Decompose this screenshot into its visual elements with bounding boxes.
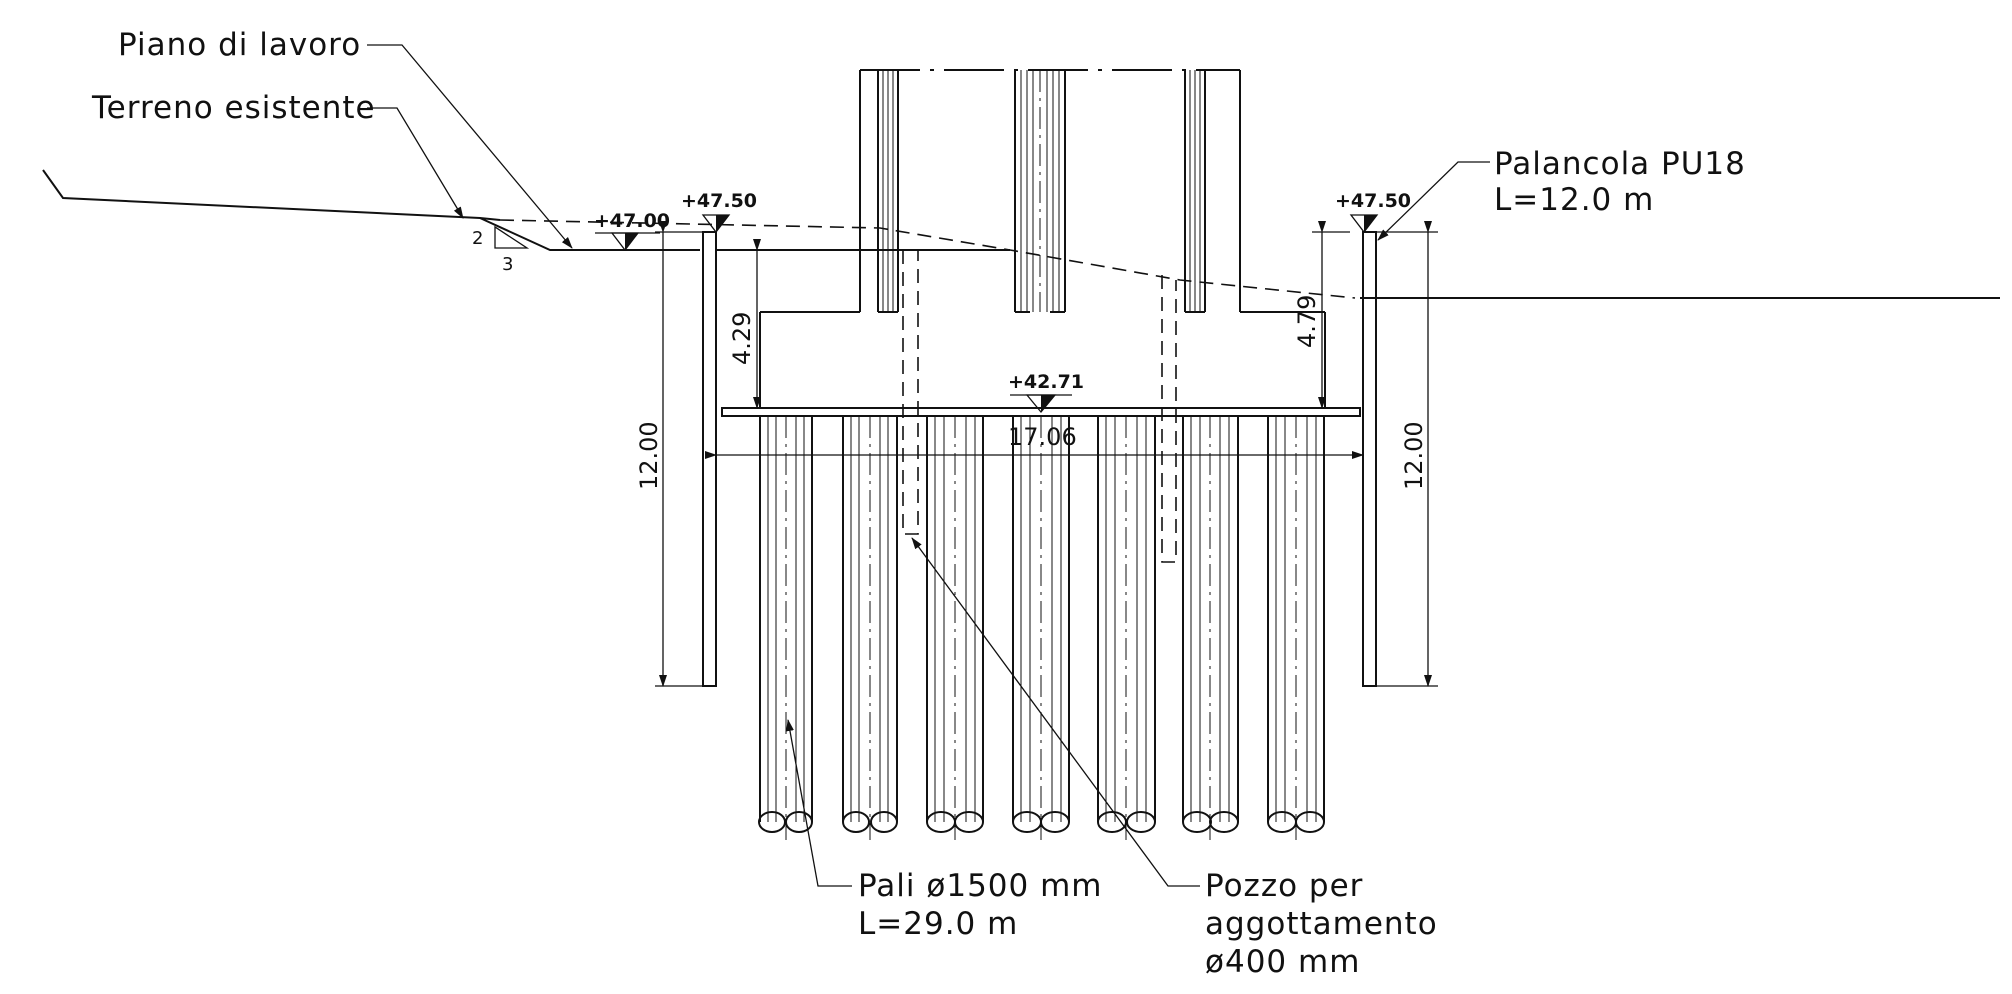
pier-column-right xyxy=(1184,70,1206,313)
well-line-2: aggottamento xyxy=(1205,906,1438,942)
label-dewatering-well: Pozzo per aggottamento ø400 mm xyxy=(911,537,1438,980)
dimension-left-depth: 4.29 xyxy=(728,239,790,409)
existing-ground-text: Terreno esistente xyxy=(91,90,376,126)
label-sheet-pile: Palancola PU18 L=12.0 m xyxy=(1377,146,1746,241)
pile xyxy=(1267,416,1325,840)
existing-ground-line xyxy=(42,169,2000,299)
pile xyxy=(842,416,898,840)
dim-left-depth: 4.29 xyxy=(728,312,756,365)
label-existing-ground: Terreno esistente xyxy=(91,90,464,219)
pile xyxy=(1182,416,1239,840)
work-plane-text: Piano di lavoro xyxy=(118,27,361,63)
elevation-marker-work-plane: +47.00 xyxy=(594,210,670,252)
elevation-excavation: +42.71 xyxy=(1008,371,1084,393)
dewatering-well-right xyxy=(1161,275,1177,563)
dim-right-pile-length: 12.00 xyxy=(1400,421,1428,490)
well-line-1: Pozzo per xyxy=(1205,868,1363,904)
elevation-sheet-left: +47.50 xyxy=(681,190,757,212)
pile xyxy=(926,416,984,840)
pile xyxy=(1097,416,1156,840)
dewatering-well-left xyxy=(902,250,919,535)
elevation-sheet-right: +47.50 xyxy=(1335,190,1411,212)
dimension-left-pile-length: 12.00 xyxy=(635,221,703,687)
elevation-work-plane: +47.00 xyxy=(594,210,670,232)
pile xyxy=(758,416,813,840)
dimension-right-pile-length: 12.00 xyxy=(1376,221,1438,687)
well-line-3: ø400 mm xyxy=(1205,944,1360,980)
existing-ground-dashed xyxy=(499,219,1356,299)
pier-column-left xyxy=(877,70,899,313)
sheet-pile-left xyxy=(702,231,717,687)
label-work-plane: Piano di lavoro xyxy=(118,27,573,249)
pile xyxy=(1012,416,1070,840)
pier-column-center xyxy=(1014,70,1066,313)
slope-symbol: 2 3 xyxy=(472,225,530,275)
sheet-pile-name: Palancola PU18 xyxy=(1494,146,1746,182)
elevation-marker-sheet-right: +47.50 xyxy=(1335,190,1411,234)
sheet-pile-right xyxy=(1362,231,1377,687)
slope-rise: 2 xyxy=(472,228,483,249)
dim-left-pile-length: 12.00 xyxy=(635,421,663,490)
piles xyxy=(758,416,1325,840)
pier-shaft xyxy=(759,69,1326,408)
dimension-right-depth: 4.79 xyxy=(1293,221,1350,409)
piles-length: L=29.0 m xyxy=(858,906,1018,942)
slope-run: 3 xyxy=(502,254,513,275)
elevation-marker-sheet-left: +47.50 xyxy=(681,190,757,234)
sheet-pile-length: L=12.0 m xyxy=(1494,182,1654,218)
elevation-marker-excavation: +42.71 xyxy=(1008,371,1084,414)
piles-name: Pali ø1500 mm xyxy=(858,868,1103,904)
dim-pit-width: 17.06 xyxy=(1008,423,1077,451)
dimension-pit-width: 17.06 xyxy=(705,423,1364,459)
label-piles: Pali ø1500 mm L=29.0 m xyxy=(786,719,1103,942)
dim-right-depth: 4.79 xyxy=(1293,295,1321,348)
